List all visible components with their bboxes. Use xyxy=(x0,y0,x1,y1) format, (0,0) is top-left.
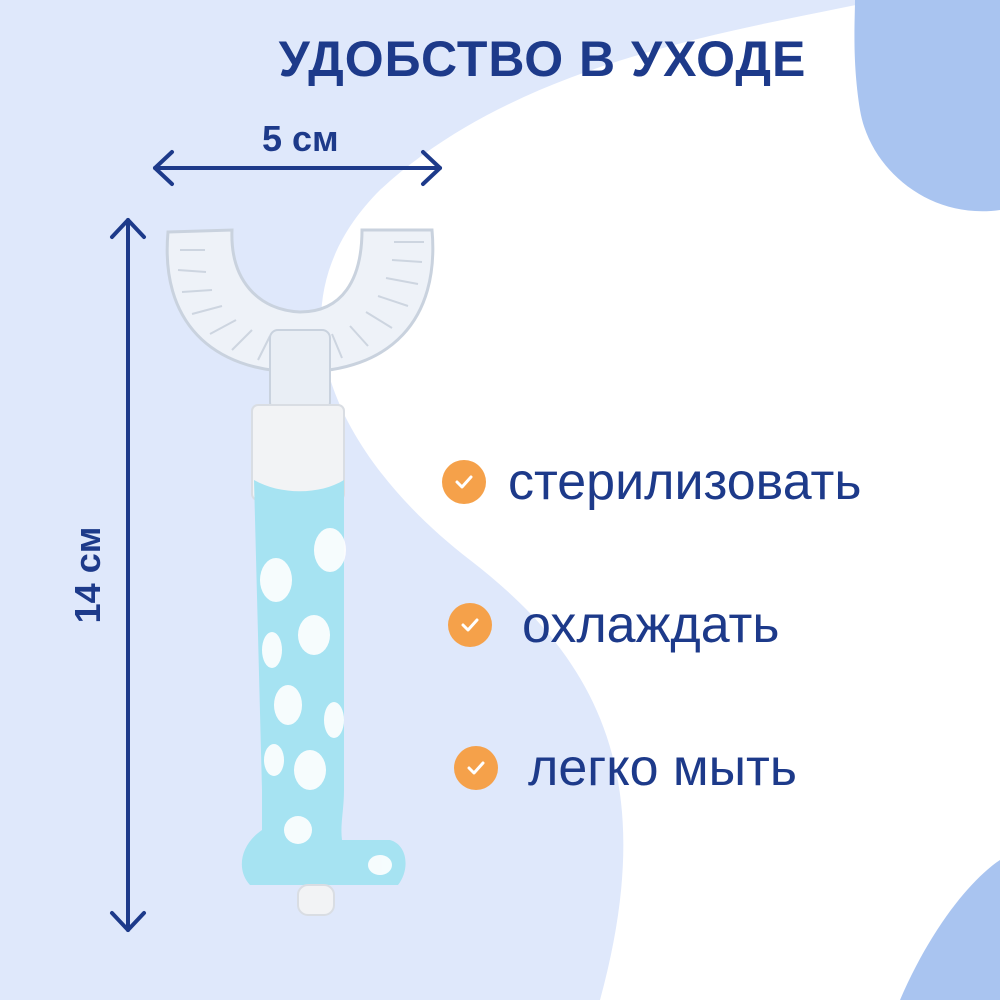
check-icon xyxy=(454,746,498,790)
feature-label: легко мыть xyxy=(528,739,797,797)
feature-item: охлаждать xyxy=(448,595,779,655)
width-arrow-left-head xyxy=(153,150,174,186)
feature-item: легко мыть xyxy=(454,738,797,798)
page-title: УДОБСТВО В УХОДЕ xyxy=(278,31,807,87)
check-icon xyxy=(442,460,486,504)
feature-label: стерилизовать xyxy=(508,453,862,511)
feature-item: стерилизовать xyxy=(442,452,861,512)
brush-head xyxy=(165,228,435,374)
feature-label: охлаждать xyxy=(522,596,780,654)
height-arrow-bottom-head xyxy=(110,911,146,932)
width-label: 5 см xyxy=(262,118,339,159)
check-icon xyxy=(448,603,492,647)
height-arrow-top-head xyxy=(110,218,146,239)
background-blob-top-right xyxy=(854,0,1000,212)
handle-knob xyxy=(297,884,335,916)
width-arrow-right-head xyxy=(421,150,442,186)
brush-neck xyxy=(269,329,331,411)
background-blob-bottom-right xyxy=(900,860,1000,1000)
